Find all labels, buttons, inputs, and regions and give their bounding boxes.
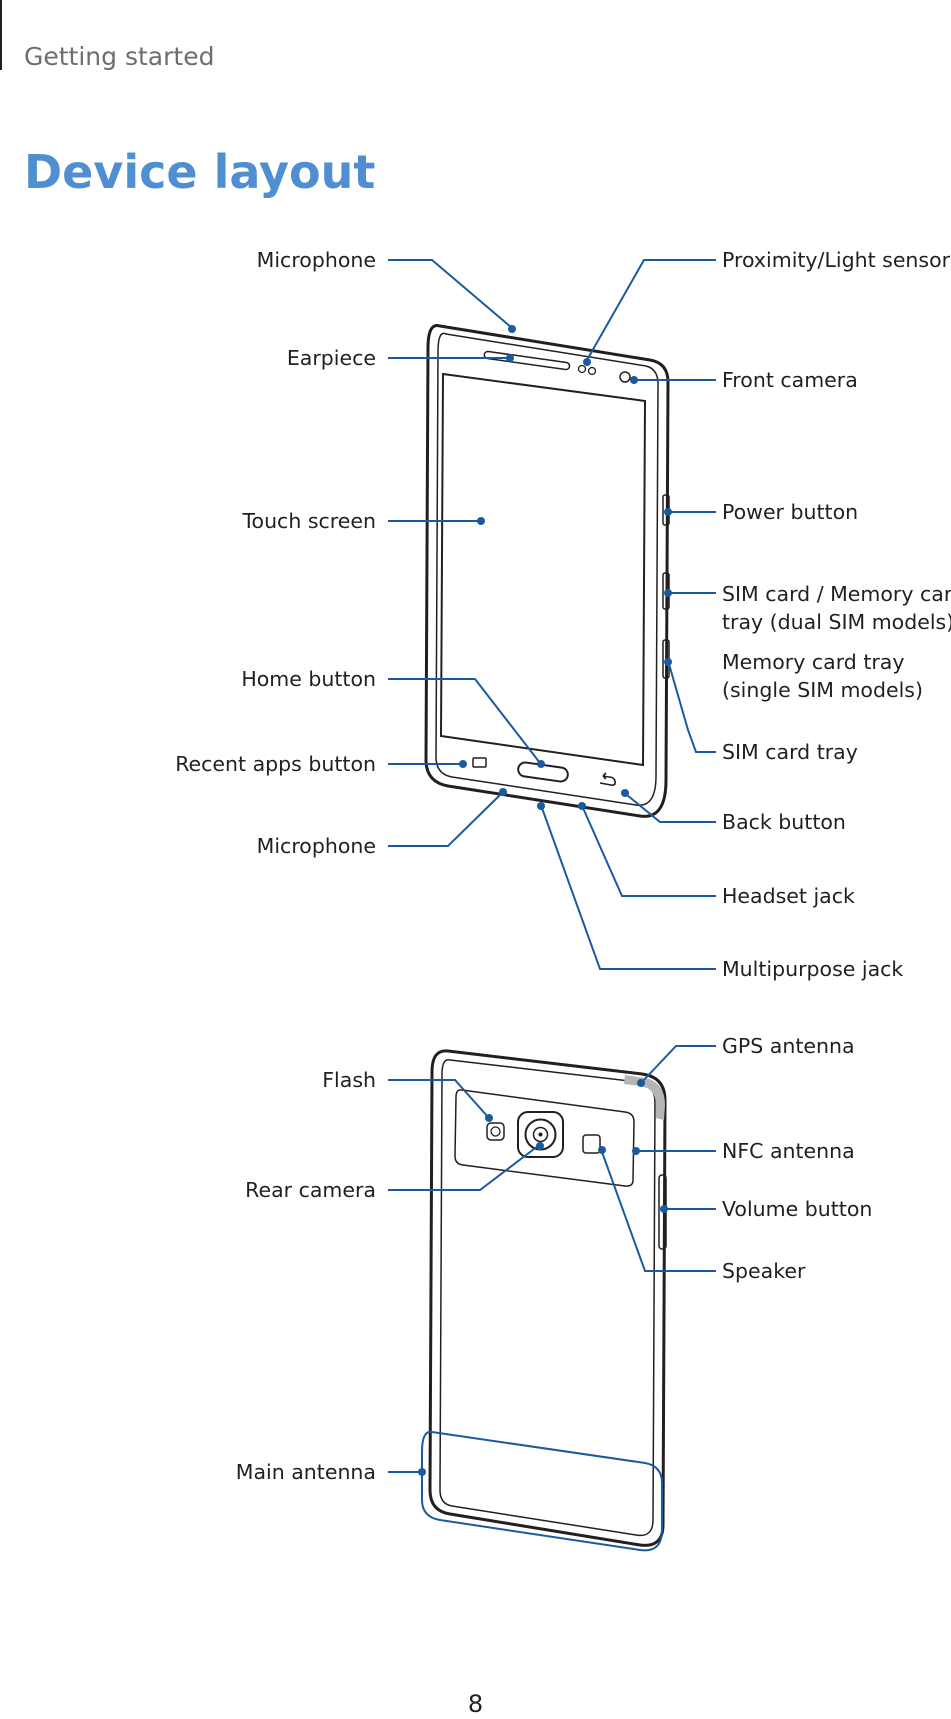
label-memory-card-tray-line1: Memory card tray <box>722 650 904 674</box>
label-back-button: Back button <box>722 810 846 834</box>
label-recent-apps-button: Recent apps button <box>175 752 376 776</box>
label-front-camera: Front camera <box>722 368 858 392</box>
page-number: 8 <box>467 1690 484 1718</box>
label-earpiece: Earpiece <box>287 346 376 370</box>
label-volume-button: Volume button <box>722 1197 872 1221</box>
label-rear-camera: Rear camera <box>245 1178 376 1202</box>
label-memory-card-tray-line2: (single SIM models) <box>722 678 923 702</box>
front-labels: Microphone Proximity/Light sensor Earpie… <box>175 248 951 981</box>
section-header: Getting started <box>24 42 215 71</box>
label-sim-memory-tray-line1: SIM card / Memory card <box>722 582 951 606</box>
label-headset-jack: Headset jack <box>722 884 855 908</box>
label-sim-card-tray: SIM card tray <box>722 740 858 764</box>
label-multipurpose-jack: Multipurpose jack <box>722 957 903 981</box>
back-phone-illustration <box>428 1049 667 1547</box>
label-sim-memory-tray-line2: tray (dual SIM models) <box>722 610 951 634</box>
label-speaker: Speaker <box>722 1259 806 1283</box>
back-labels: GPS antenna Flash NFC antenna Rear camer… <box>236 1034 873 1484</box>
label-microphone-top: Microphone <box>257 248 376 272</box>
page-title: Device layout <box>24 145 376 199</box>
label-main-antenna: Main antenna <box>236 1460 376 1484</box>
front-phone-illustration <box>424 323 670 818</box>
label-flash: Flash <box>322 1068 376 1092</box>
label-gps-antenna: GPS antenna <box>722 1034 855 1058</box>
label-microphone-bottom: Microphone <box>257 834 376 858</box>
label-touch-screen: Touch screen <box>241 509 376 533</box>
front-callouts <box>388 259 716 970</box>
label-home-button: Home button <box>241 667 376 691</box>
section-marker-bar <box>0 0 2 70</box>
back-callouts <box>388 1045 716 1552</box>
label-power-button: Power button <box>722 500 858 524</box>
label-nfc-antenna: NFC antenna <box>722 1139 855 1163</box>
label-proximity-light-sensor: Proximity/Light sensor <box>722 248 951 272</box>
